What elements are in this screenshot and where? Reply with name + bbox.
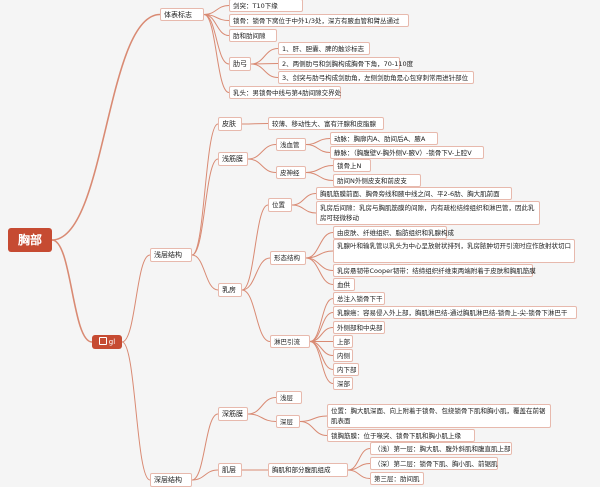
node-sc1[interactable]: 位置：胸大肌深面、向上附着于锁骨、包绕锁骨下肌和胸小肌，覆盖在前锯肌表面	[327, 404, 551, 428]
link-lb-lb2	[309, 312, 334, 342]
link-xt-xt4	[305, 257, 334, 285]
link-qs-qjm	[191, 158, 219, 256]
node-j3[interactable]: 第三层：肋间肌	[370, 472, 424, 485]
link-sc-struct-sjm	[191, 413, 219, 481]
link-gl-qs	[121, 254, 151, 343]
node-t4[interactable]: 乳头：男锁骨中线与第4肋间隙交界处	[229, 86, 341, 99]
node-xt3[interactable]: 乳房悬韧带Cooper韧带：结缔组织纤维束两端附着于皮肤和胸肌筋膜	[333, 264, 536, 277]
gl-label: gl	[108, 338, 116, 346]
node-lg2[interactable]: 2、两侧肋弓和剑胸构成胸骨下角，70-110度	[278, 57, 413, 70]
link-wz-wz2	[291, 204, 317, 214]
link-xt-xt1	[305, 232, 334, 259]
node-pf[interactable]: 皮肤	[218, 117, 242, 131]
link-sc-sc1	[299, 415, 328, 422]
link-rf-wz	[241, 204, 269, 291]
link-xt-xt3	[305, 257, 334, 271]
node-lb1[interactable]: 总注入锁骨下干	[333, 292, 385, 305]
node-t2[interactable]: 锁骨：锁骨下窝位于中外1/3处，深方有腋血管和臂丛通过	[229, 14, 409, 27]
link-tiao-t4	[203, 14, 230, 93]
node-xt4[interactable]: 血供	[333, 278, 355, 291]
node-xjb[interactable]: 胸肌和部分腹肌组成	[268, 463, 348, 477]
link-lb-lb7	[309, 341, 334, 384]
link-tiao-t1	[203, 5, 230, 15]
node-wz1[interactable]: 胸肌筋膜前面、胸骨旁线和腋中线之间、平2-6肋、胸大肌前面	[316, 187, 512, 200]
node-jm[interactable]: 静脉：（胸腹壁V-胸外侧V-腋V）-锁骨下V-上腔V	[330, 146, 484, 159]
link-qjm-qxg	[247, 144, 277, 160]
link-sc-sc2	[299, 421, 328, 436]
node-lg[interactable]: 肋弓	[229, 57, 251, 71]
node-sc[interactable]: 深层	[276, 415, 300, 428]
gl-topic[interactable]: gl	[92, 335, 122, 349]
link-lg-lg2	[250, 63, 279, 65]
link-rf-lb	[241, 289, 271, 342]
node-sc2[interactable]: 锁胸筋膜：位于喙突、锁骨下肌和胸小肌上缘	[327, 429, 475, 442]
node-lb[interactable]: 淋巴引流	[270, 335, 310, 348]
link-rf-xt	[241, 257, 271, 291]
node-j1[interactable]: （浅）第一层：胸大肌、腹外斜肌和腹直肌上部	[370, 442, 512, 455]
link-qs-pf	[191, 123, 219, 256]
node-psj[interactable]: 皮神经	[276, 166, 306, 179]
link-sjm-sc	[247, 413, 277, 422]
node-lb4[interactable]: 上部	[333, 335, 353, 348]
node-jc[interactable]: 肌层	[218, 463, 242, 477]
node-lb2[interactable]: 乳腺癌：容易侵入外上部，胸肌淋巴结-通过胸肌淋巴结-锁骨上-尖-锁骨下淋巴干	[333, 306, 577, 319]
node-lg3[interactable]: 3、剑突与肋弓构成剑肋角，左侧剑肋角是心包穿刺常用进针部位	[278, 71, 474, 84]
link-root-gl	[51, 239, 93, 343]
link-gl-sc-struct	[121, 341, 151, 481]
node-lb6[interactable]: 内下部	[333, 363, 359, 376]
link-lg-lg3	[250, 63, 279, 78]
node-t1[interactable]: 剑突：T10下缘	[229, 0, 303, 12]
link-qjm-psj	[247, 158, 277, 173]
link-psj-sj2	[305, 172, 334, 181]
node-wz[interactable]: 位置	[268, 198, 292, 212]
node-xt[interactable]: 形态结构	[270, 251, 306, 265]
node-sj1[interactable]: 锁骨上N	[333, 159, 371, 172]
node-sc-struct[interactable]: 深层结构	[150, 473, 192, 487]
link-qxg-jm	[305, 144, 331, 153]
link-pf-pf1	[241, 123, 269, 125]
link-sjm-qc	[247, 397, 277, 415]
node-qs[interactable]: 浅层结构	[150, 248, 192, 262]
link-qs-rf	[191, 254, 219, 291]
node-qjm[interactable]: 浅筋膜	[218, 152, 248, 166]
root-topic[interactable]: 胸部	[8, 228, 52, 252]
node-lb7[interactable]: 深部	[333, 377, 353, 390]
link-wz-wz1	[291, 193, 317, 206]
link-qxg-dm	[305, 138, 331, 145]
node-qxg[interactable]: 浅血管	[276, 138, 306, 151]
node-lb3[interactable]: 外侧部和中央部	[333, 321, 385, 334]
node-tiao[interactable]: 体表标志	[160, 8, 204, 21]
node-xt1[interactable]: 由皮肤、纤维组织、脂肪组织和乳腺构成	[333, 226, 454, 239]
node-dm[interactable]: 动脉：胸廓内A、肋间后A、腋A	[330, 132, 438, 145]
link-psj-sj1	[305, 165, 334, 173]
link-root-tiao	[51, 13, 161, 241]
node-xt2[interactable]: 乳腺叶和输乳管以乳头为中心呈放射状排列，乳房脓肿切开引流时应作放射状切口	[333, 239, 575, 263]
node-sjm[interactable]: 深筋膜	[218, 407, 248, 421]
link-sc-struct-jc	[191, 469, 219, 481]
node-wz2[interactable]: 乳房后间隙：乳房与胸肌筋膜的间隙，内有疏松结缔组织和淋巴管，因此乳房可轻微移动	[316, 201, 540, 225]
node-pf1[interactable]: 较薄、移动性大、富有汗腺和皮脂腺	[268, 117, 384, 130]
node-sj2[interactable]: 肋间N外侧皮支和前皮支	[333, 174, 421, 187]
link-lg-lg1	[250, 48, 279, 65]
node-t3[interactable]: 肋和肋间隙	[229, 29, 277, 42]
link-xjb-j3	[347, 469, 371, 479]
node-j2[interactable]: （深）第二层：锁骨下肌、胸小肌、前锯肌	[370, 457, 498, 470]
note-icon	[98, 337, 107, 345]
node-qc[interactable]: 浅层	[276, 391, 302, 404]
node-lb5[interactable]: 内侧	[333, 349, 353, 362]
node-rf[interactable]: 乳房	[218, 283, 242, 297]
node-lg1[interactable]: 1、肝、胆囊、脾的触诊标志	[278, 42, 370, 55]
